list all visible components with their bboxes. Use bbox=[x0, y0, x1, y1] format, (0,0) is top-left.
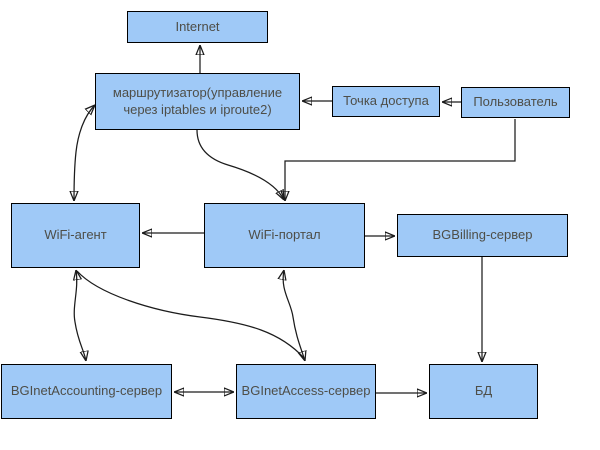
node-user: Пользователь bbox=[461, 87, 570, 118]
node-router-label-line1: маршрутизатор(управление bbox=[112, 84, 283, 100]
node-wifi-portal: WiFi-портал bbox=[204, 203, 365, 268]
node-access-point-label: Точка доступа bbox=[343, 93, 429, 109]
node-router: маршрутизатор(управление через iptables … bbox=[95, 73, 300, 130]
edge-portal-access-bidirectional bbox=[283, 270, 305, 361]
node-wifi-portal-label: WiFi-портал bbox=[248, 227, 321, 243]
node-router-label-line2: через iptables и iproute2) bbox=[123, 101, 272, 117]
edge-agent-accounting-bidirectional bbox=[74, 270, 86, 361]
node-db: БД bbox=[429, 364, 538, 419]
node-internet: Internet bbox=[127, 11, 268, 43]
node-db-label: БД bbox=[474, 383, 493, 399]
edge-user-portal bbox=[285, 119, 516, 201]
node-bgbilling-server: BGBilling-сервер bbox=[397, 214, 568, 257]
node-wifi-agent: WiFi-агент bbox=[11, 203, 140, 268]
node-bginetaccounting-server-label: BGInetAccounting-сервер bbox=[10, 383, 163, 399]
node-internet-label: Internet bbox=[175, 18, 220, 34]
node-user-label: Пользователь bbox=[473, 94, 558, 110]
node-bgbilling-server-label: BGBilling-сервер bbox=[432, 227, 533, 243]
node-bginetaccess-server-label: BGInetAccess-сервер bbox=[241, 383, 371, 399]
node-bginetaccounting-server: BGInetAccounting-сервер bbox=[1, 364, 172, 419]
node-wifi-agent-label: WiFi-агент bbox=[44, 227, 107, 243]
edge-router-portal bbox=[196, 129, 284, 200]
edge-router-agent-bidirectional bbox=[74, 105, 95, 201]
node-access-point: Точка доступа bbox=[332, 86, 440, 117]
node-bginetaccess-server: BGInetAccess-сервер bbox=[236, 364, 376, 419]
edge-agent-access-bidirectional bbox=[76, 270, 305, 359]
